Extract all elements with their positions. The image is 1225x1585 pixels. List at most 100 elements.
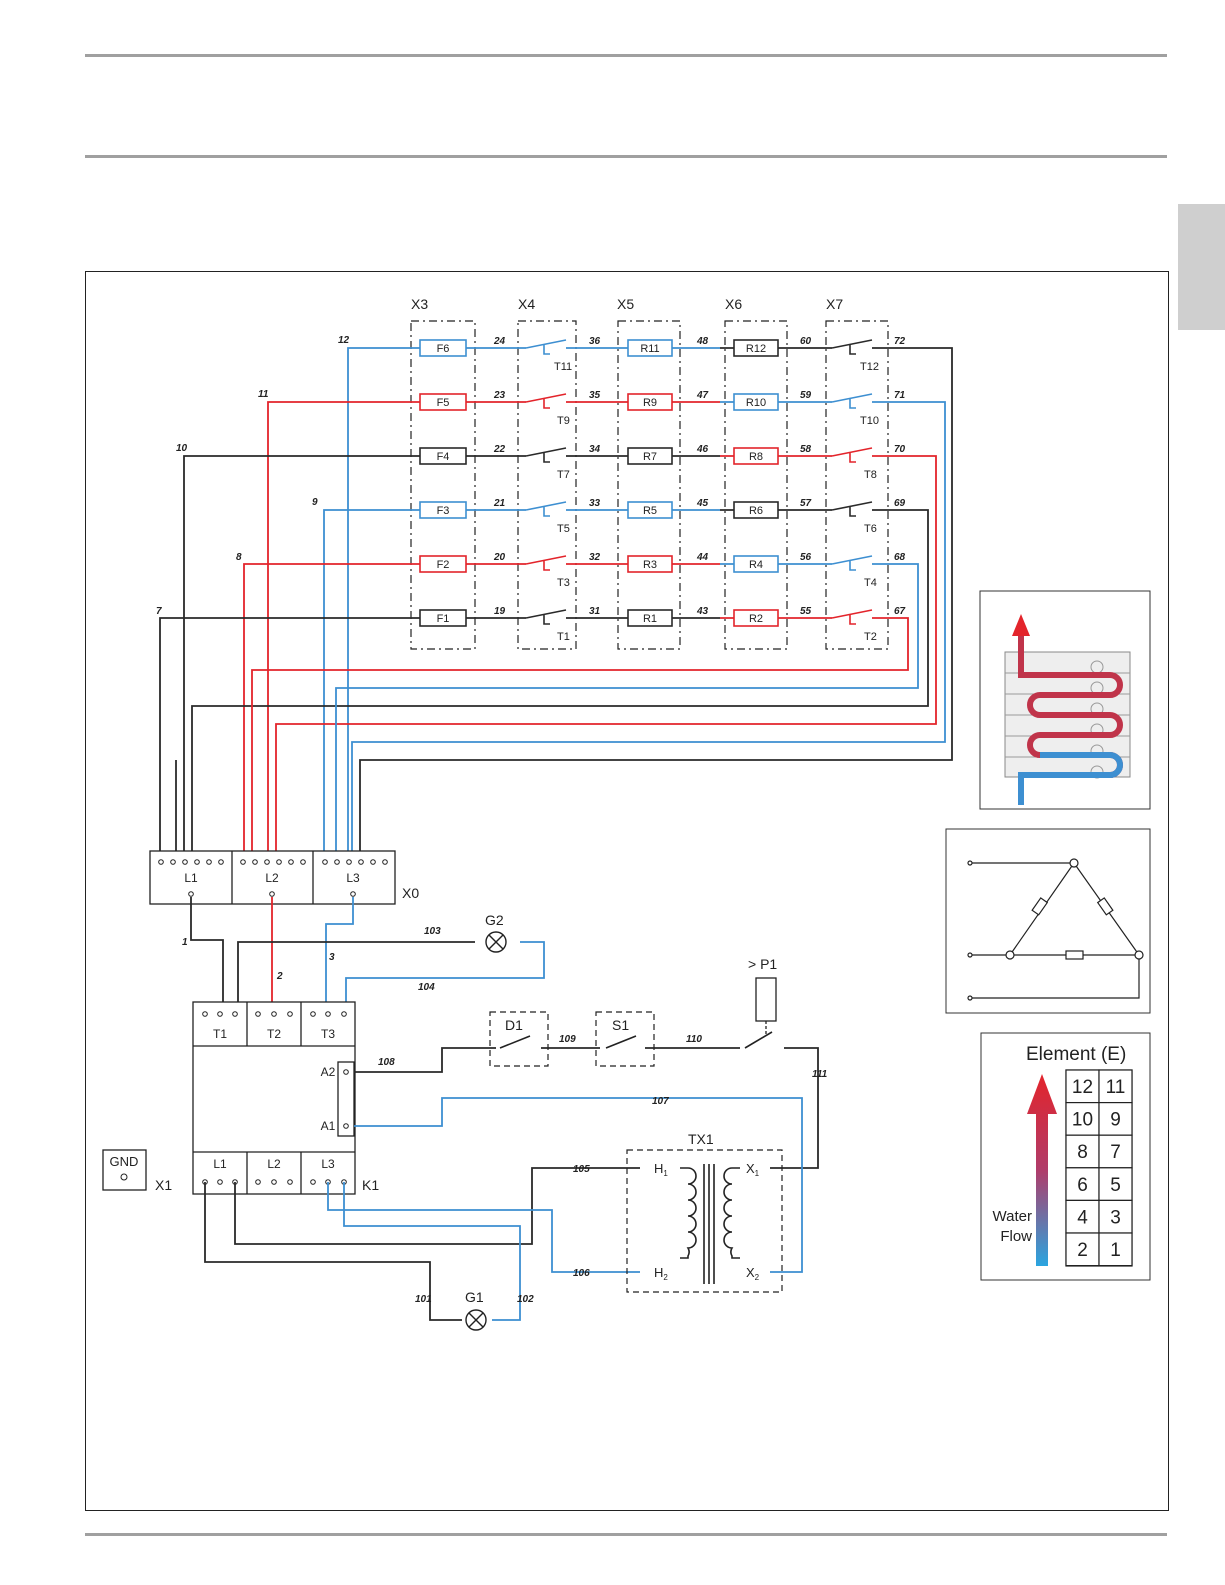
wire-number: 46 [696,444,709,455]
transformer-tx1-label: TX1 [688,1131,714,1147]
wire-number: 47 [696,390,709,401]
wire-number: 9 [312,497,318,508]
lamp-g1-label: G1 [465,1289,484,1305]
thermostat-t5: T5 [557,523,570,535]
switch-s1-housing [595,1011,655,1067]
tx1-x2-label: X2 [746,1265,760,1282]
tx1-h1-label: H1 [654,1161,668,1178]
wire-number: 102 [517,1294,534,1305]
wire-number: 35 [589,390,601,401]
fuse-f1: F1 [437,613,450,625]
element-grid-cell [1098,1101,1133,1136]
water-flow-label-2: Flow [1000,1228,1032,1245]
wire-number: 68 [894,552,906,563]
thermostat-t8: T8 [864,469,877,481]
pressure-switch-p1-label: > P1 [748,956,777,972]
k1-label: K1 [362,1177,379,1193]
wire-number: 43 [696,606,709,617]
lamp-g2-label: G2 [485,912,504,928]
element-grid-number: 10 [1072,1110,1093,1131]
wire-number: 10 [176,443,188,454]
wire-number: 58 [800,444,812,455]
wire-number: 8 [236,552,242,563]
element-grid-cell [1098,1199,1133,1234]
wire-number: 70 [894,444,906,455]
element-r11: R11 [640,343,659,355]
element-r3: R3 [643,559,657,571]
delta-connection [967,858,1144,1001]
element-r6: R6 [749,505,763,517]
fuse-f6: F6 [437,343,450,355]
k1-l2-label: L2 [267,1157,281,1171]
wire-number: 24 [493,336,506,347]
fuse-f5: F5 [437,397,450,409]
element-grid-number: 12 [1072,1077,1093,1098]
footer-rule [85,1533,1167,1536]
element-r8: R8 [749,451,763,463]
x6-housing [724,320,788,650]
wire-number: 59 [800,390,812,401]
wire-number: 23 [493,390,506,401]
delta-diagram-panel [945,828,1151,1014]
k1-t3-label: T3 [321,1027,335,1041]
wire-number: 106 [573,1268,590,1279]
k1-a2-label: A2 [321,1065,336,1079]
water-flow-arrow [1027,1074,1057,1266]
wire-number: 60 [800,336,812,347]
wire-number: 48 [696,336,709,347]
wire-number: 32 [589,552,601,563]
thermostat-t7: T7 [557,469,570,481]
element-r7: R7 [643,451,657,463]
element-r4: R4 [749,559,763,571]
element-r5: R5 [643,505,657,517]
x5-housing [617,320,681,650]
x7-housing [825,320,889,650]
element-legend-title: Element (E) [1026,1044,1126,1065]
wire-number: 21 [493,498,506,509]
thermostat-t6: T6 [864,523,877,535]
heat-exchanger-illustration [1004,614,1131,805]
wire-number: 33 [589,498,601,509]
element-grid-number: 9 [1110,1110,1121,1131]
wire-number: 57 [800,498,812,509]
element-r2: R2 [749,613,763,625]
wire-number: 111 [812,1069,828,1080]
element-grid-cell [1098,1232,1133,1267]
k1-a1-label: A1 [321,1119,336,1133]
water-flow-label-1: Water [993,1208,1032,1225]
thermostat-t4: T4 [864,577,877,589]
wire-number: 45 [696,498,709,509]
wire-number: 107 [652,1096,669,1107]
element-r9: R9 [643,397,657,409]
fuse-f4: F4 [437,451,450,463]
wire-number: 36 [589,336,601,347]
wire-number: 44 [696,552,709,563]
element-grid-number: 7 [1110,1142,1121,1163]
x1-label: X1 [155,1177,172,1193]
element-grid-number: 5 [1110,1175,1121,1196]
element-grid-cell [1065,1134,1100,1169]
tx1-x1-label: X1 [746,1161,760,1178]
switch-d1-label: D1 [505,1017,523,1033]
thermostat-t10: T10 [860,415,879,427]
pressure-switch-p1 [755,977,777,1022]
wire-number: 104 [418,982,435,993]
element-r1: R1 [643,613,657,625]
x0-l3-label: L3 [346,871,360,885]
wire-number: 108 [378,1057,395,1068]
wire-number: 31 [589,606,601,617]
fuse-f2: F2 [437,559,450,571]
wire-number: 69 [894,498,906,509]
top-rule [85,54,1167,57]
wire-number: 3 [329,952,335,963]
x3-label: X3 [411,296,428,312]
element-grid-number: 4 [1077,1207,1088,1228]
wire-number: 103 [424,926,441,937]
wire-number: 11 [258,389,269,400]
element-grid-number: 3 [1110,1207,1121,1228]
element-grid-cell [1098,1134,1133,1169]
wire-number: 71 [894,390,906,401]
wire-number: 109 [559,1034,576,1045]
wire-number: 7 [156,606,162,617]
element-grid-number: 2 [1077,1240,1088,1261]
